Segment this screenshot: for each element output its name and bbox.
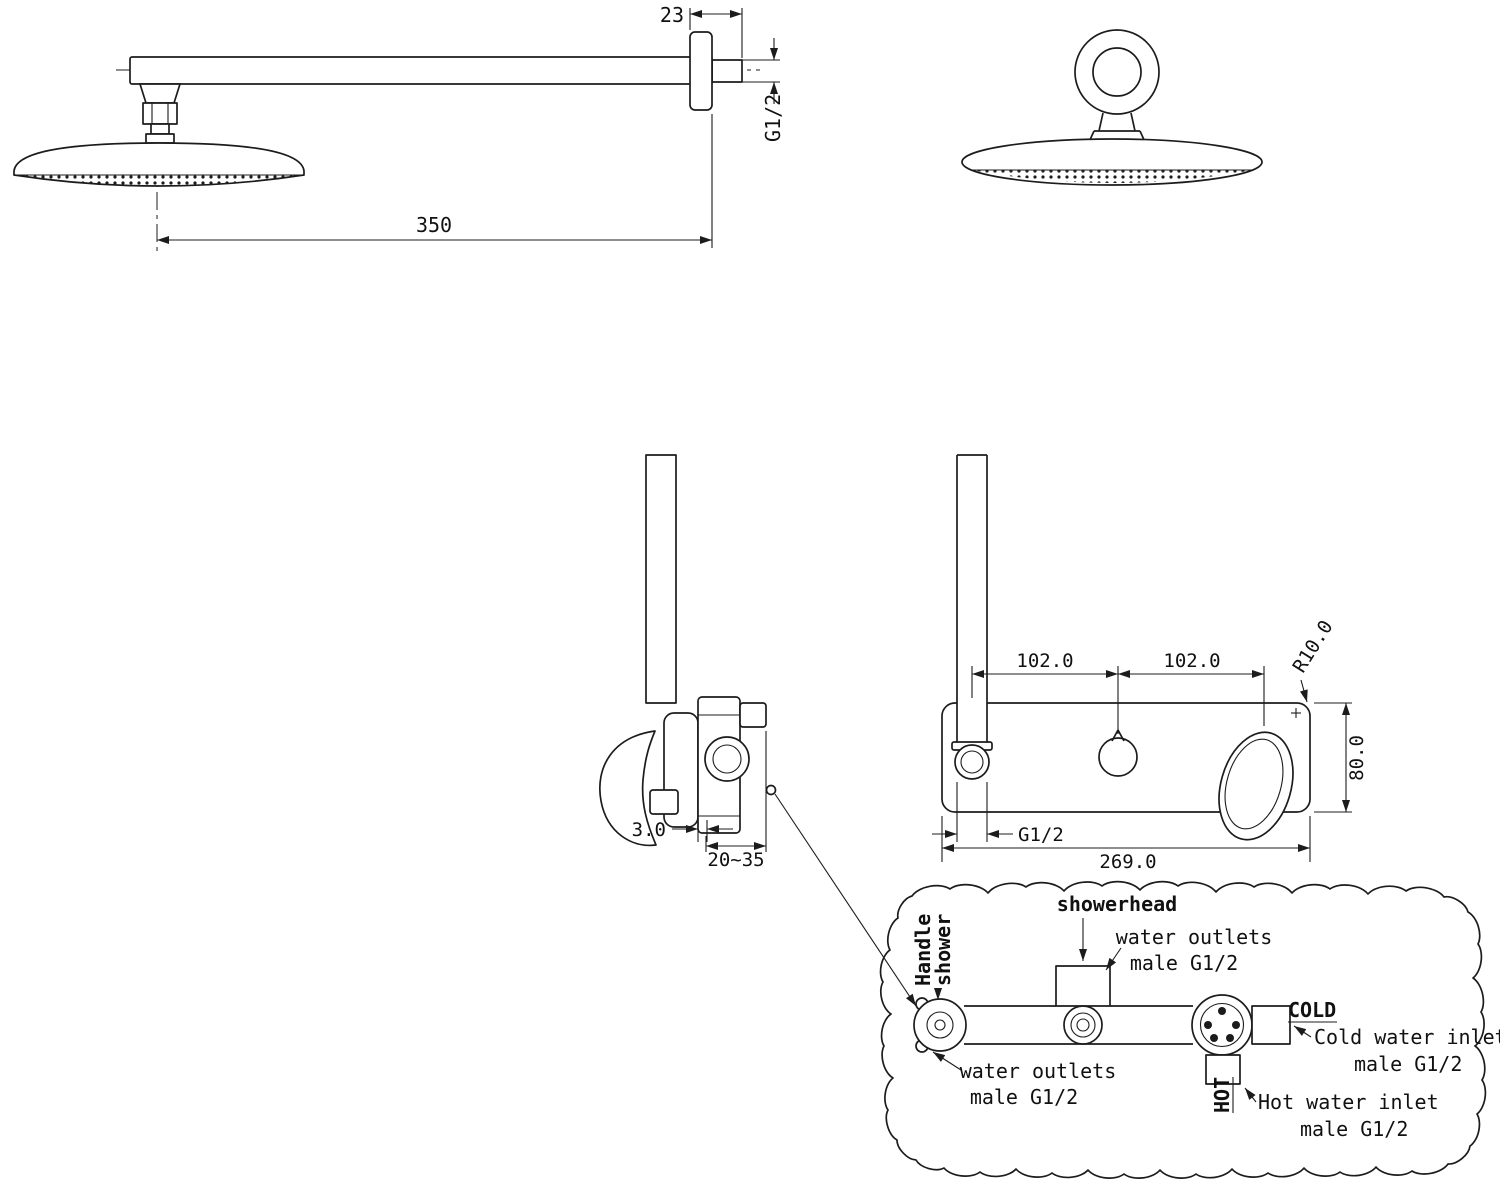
mixer-valve-side-view: 3.0 20~35 bbox=[599, 454, 767, 871]
outlet-top-label-1: water outlets bbox=[1116, 925, 1273, 949]
showerhead-label: showerhead bbox=[1057, 892, 1177, 916]
outlet-port-side bbox=[739, 702, 767, 728]
dim-g12-plate-label: G1/2 bbox=[1018, 824, 1064, 846]
cold-inlet-port bbox=[1191, 994, 1291, 1056]
arm-ball-joint bbox=[139, 83, 181, 144]
outlet-bottom-label-1: water outlets bbox=[960, 1059, 1117, 1083]
dim-r10-label: R10.0 bbox=[1289, 616, 1338, 676]
nozzle-face-texture bbox=[14, 175, 304, 186]
cold-inlet-label-2: male G1/2 bbox=[1354, 1052, 1462, 1076]
temperature-knob bbox=[1098, 729, 1138, 777]
dim-80-label: 80.0 bbox=[1346, 735, 1368, 781]
hot-inlet-label-2: male G1/2 bbox=[1300, 1117, 1408, 1141]
detail-leader-origin bbox=[765, 784, 777, 796]
shower-head-front-view bbox=[961, 29, 1263, 186]
shower-arm bbox=[129, 56, 713, 85]
wall-plate-front-view: 102.0 102.0 R10.0 80.0 G1/2 2 bbox=[932, 454, 1368, 873]
hot-inlet-port bbox=[1205, 1054, 1241, 1085]
dim-23-label: 23 bbox=[660, 3, 684, 27]
wall-flange bbox=[689, 31, 713, 111]
outlet-bottom-leader bbox=[932, 1051, 962, 1071]
dim-r10-group: R10.0 bbox=[1289, 616, 1338, 703]
plus-mark bbox=[1291, 708, 1301, 718]
pipe-union-inner bbox=[960, 750, 984, 774]
dim-102-left-group: 102.0 bbox=[971, 650, 1119, 734]
diverter-knob-inner bbox=[712, 744, 742, 774]
dim-350-group: 350 bbox=[157, 114, 713, 248]
installation-callout: showerhead water outlets male G1/2 Handl… bbox=[879, 880, 1500, 1179]
handle-hub bbox=[649, 789, 679, 815]
handle-valve-port bbox=[913, 997, 967, 1053]
handle-shower-label-2: shower bbox=[931, 914, 955, 986]
wall-thread-stub bbox=[711, 59, 743, 83]
outlet-bottom-label-2: male G1/2 bbox=[970, 1085, 1078, 1109]
dim-80-group: 80.0 bbox=[1314, 702, 1368, 813]
dim-20-35-label: 20~35 bbox=[707, 849, 764, 871]
riser-pipe-front-fill bbox=[957, 455, 987, 742]
dim-3-label: 3.0 bbox=[632, 819, 666, 841]
cloud-border bbox=[879, 880, 1487, 1179]
outlet-top-label-2: male G1/2 bbox=[1130, 951, 1238, 975]
dim-102-right-group: 102.0 bbox=[1118, 650, 1265, 726]
mixer-handle-front bbox=[1218, 731, 1294, 841]
riser-pipe-side bbox=[645, 454, 677, 704]
cold-inlet-label-1: Cold water inlet bbox=[1314, 1025, 1500, 1049]
hot-inlet-label-1: Hot water inlet bbox=[1258, 1090, 1439, 1114]
shower-arm-side-view: 23 G1/2 350 bbox=[13, 3, 785, 256]
cold-inlet-stub bbox=[1251, 1005, 1291, 1045]
nozzle-face-texture bbox=[971, 170, 1253, 183]
dim-269-group: 269.0 bbox=[941, 816, 1311, 873]
dim-23-group: 23 bbox=[660, 3, 743, 58]
head-bracket bbox=[1088, 112, 1146, 143]
diverter-knob-outer bbox=[704, 736, 750, 782]
dim-g12-plate-group: G1/2 bbox=[932, 782, 1064, 846]
hot-inlet-leader bbox=[1244, 1087, 1257, 1103]
shower-head-front bbox=[961, 138, 1263, 186]
detail-leader-line bbox=[774, 793, 917, 1007]
detail-leader bbox=[765, 784, 917, 1007]
escutcheon-ring-inner bbox=[1092, 47, 1142, 97]
riser-pipe-front bbox=[956, 454, 988, 742]
showerhead-outlet-port bbox=[1055, 965, 1111, 1045]
pipe-union-nut bbox=[954, 744, 990, 780]
thread-g12-label: G1/2 bbox=[761, 94, 785, 142]
dim-3-group: 3.0 bbox=[632, 819, 733, 842]
dim-g12-arm-group: G1/2 bbox=[742, 38, 785, 142]
dim-102-left-label: 102.0 bbox=[1016, 650, 1073, 672]
dim-269-label: 269.0 bbox=[1099, 851, 1156, 873]
cold-inlet-leader bbox=[1293, 1025, 1312, 1038]
cold-label: COLD bbox=[1288, 998, 1336, 1022]
outlet-top-leader bbox=[1105, 947, 1122, 971]
handle-shower-label-1: Handle bbox=[911, 914, 935, 986]
shower-head-side bbox=[13, 142, 305, 187]
dim-350-label: 350 bbox=[416, 213, 452, 237]
control-handle-side bbox=[599, 730, 657, 847]
hot-label: HOT bbox=[1210, 1077, 1234, 1113]
dim-102-right-label: 102.0 bbox=[1163, 650, 1220, 672]
